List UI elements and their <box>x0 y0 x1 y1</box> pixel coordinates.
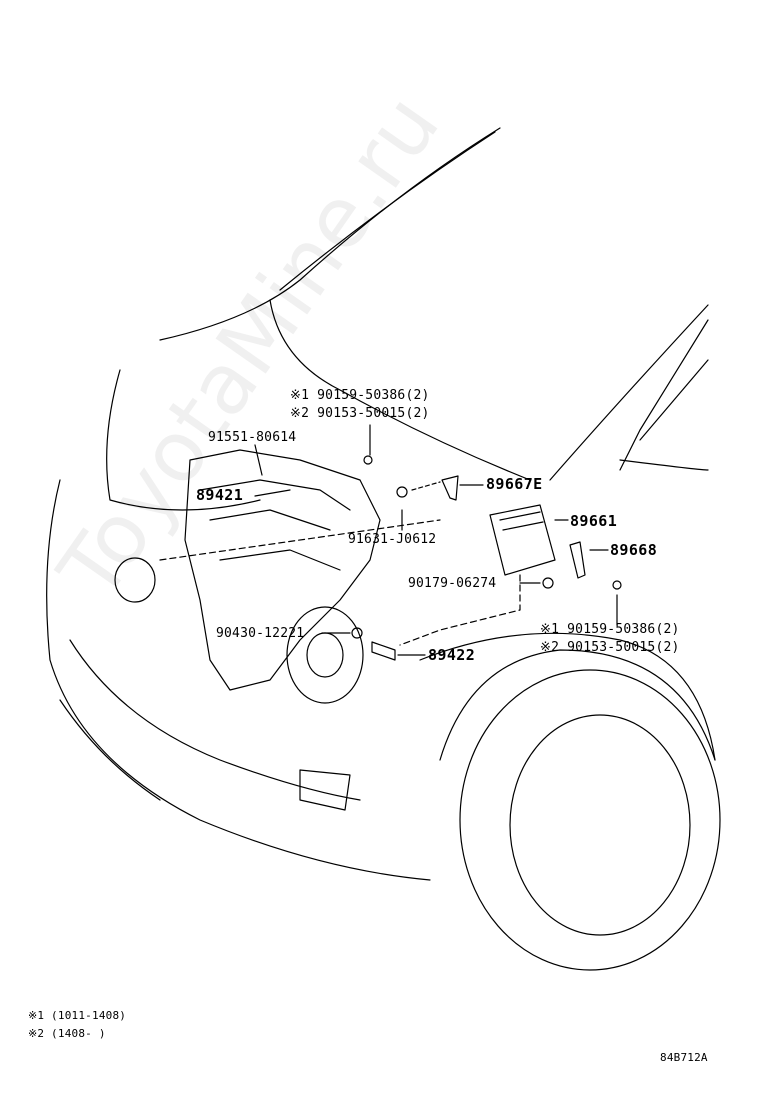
hood-line <box>279 131 496 291</box>
leader-line <box>411 481 441 491</box>
bolt <box>363 455 373 465</box>
engine-block <box>184 449 381 691</box>
leader-line <box>254 444 263 476</box>
part-label-91551-80614: 91551-80614 <box>208 430 297 445</box>
engine-detail <box>219 549 341 571</box>
bolt <box>612 580 622 590</box>
part-label-90179-06274: 90179-06274 <box>408 576 497 591</box>
knock-sensor <box>371 641 396 661</box>
windshield <box>619 459 709 471</box>
part-label-note2-bottom: ※2 90153-50015(2) <box>540 640 680 655</box>
bolt <box>542 577 554 589</box>
ecu-box-detail <box>499 511 541 521</box>
a-pillar <box>619 319 709 471</box>
part-label-90430-12221: 90430-12221 <box>216 626 305 641</box>
part-label-89668: 89668 <box>610 541 658 559</box>
ecu-box <box>489 504 556 576</box>
bumper-grille <box>299 769 351 811</box>
legend-line-2: ※2 (1408- ) <box>28 1027 106 1040</box>
part-label-89661: 89661 <box>570 512 618 530</box>
part-label-note2-top: ※2 90153-50015(2) <box>290 406 430 421</box>
bolt <box>396 486 408 498</box>
bolt <box>351 627 363 639</box>
legend-line-1: ※1 (1011-1408) <box>28 1009 127 1022</box>
windshield <box>639 359 709 441</box>
crank-pulley <box>286 606 364 704</box>
fender <box>419 632 716 761</box>
wheel-rim <box>509 714 691 936</box>
dash-line <box>399 574 521 646</box>
engine-detail <box>209 509 331 531</box>
bumper <box>69 639 361 801</box>
engine-detail <box>199 479 351 511</box>
bracket-89667e <box>441 475 459 501</box>
fog-lamp <box>114 557 156 603</box>
diagram-code: 84B712A <box>660 1051 708 1064</box>
tire <box>459 669 721 971</box>
part-label-note1-top: ※1 90159-50386(2) <box>290 388 430 403</box>
dash-line <box>159 519 441 561</box>
part-label-91631-j0612: 91631-J0612 <box>348 532 437 547</box>
hood-edge <box>269 299 531 481</box>
leader-line <box>254 489 291 497</box>
ecu-box-detail <box>502 521 544 531</box>
bracket-89668 <box>569 541 586 579</box>
hood-line <box>159 127 501 341</box>
part-label-note1-bottom: ※1 90159-50386(2) <box>540 622 680 637</box>
part-label-89421: 89421 <box>196 486 244 504</box>
wheel-arch <box>439 649 716 761</box>
bumper <box>46 479 431 881</box>
headlight <box>106 369 261 511</box>
crank-pulley-inner <box>306 632 344 678</box>
windshield <box>549 304 709 481</box>
part-label-89422: 89422 <box>428 646 476 664</box>
part-label-89667e: 89667E <box>486 475 543 493</box>
bumper-lower <box>59 699 161 801</box>
